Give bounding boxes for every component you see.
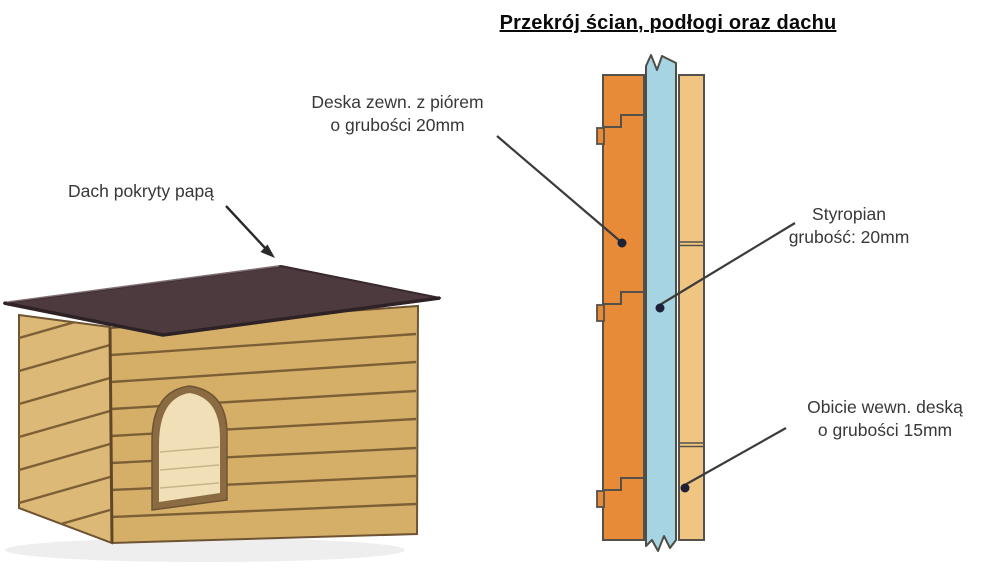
leader-line-outer-board: [496, 135, 621, 242]
label-inner-board-line2: o grubości 15mm: [817, 420, 953, 440]
page-title: Przekrój ścian, podłogi oraz dachu: [499, 12, 837, 34]
label-styrofoam: Styropian grubość: 20mm: [773, 203, 925, 249]
roof-arrow-line: [225, 205, 267, 250]
house-shadow: [5, 538, 405, 562]
board-joint-line: [603, 114, 644, 128]
board-tongue: [596, 490, 605, 508]
label-roof-text: Dach pokryty papą: [68, 181, 214, 201]
label-roof: Dach pokryty papą: [68, 180, 214, 203]
wall-cross-section: [596, 54, 705, 552]
door-opening-planks: [159, 446, 220, 489]
doghouse-illustration: [3, 265, 441, 562]
label-inner-board-line1: Obicie wewn. deską: [807, 397, 963, 417]
label-styrofoam-line1: Styropian: [812, 204, 886, 224]
board-seams: [680, 241, 703, 448]
label-styrofoam-line2: grubość: 20mm: [788, 227, 910, 247]
label-outer-board-line2: o grubości 20mm: [330, 115, 465, 135]
board-joint-lines: [603, 114, 644, 491]
board-joint-line: [603, 291, 644, 305]
roof-front-edge: [3, 296, 441, 337]
leader-line-inner-board: [682, 427, 787, 487]
board-joint-line: [603, 477, 644, 491]
leader-dot-inner-board: [680, 483, 690, 493]
inner-board-layer: [678, 74, 705, 541]
label-outer-board: Deska zewn. z piórem o grubości 20mm: [295, 91, 500, 137]
roof-arrowhead-icon: [260, 244, 275, 258]
annotation-lines: [225, 135, 796, 493]
label-outer-board-line1: Deska zewn. z piórem: [311, 92, 484, 112]
outer-board-layer: [602, 74, 645, 541]
door-opening: [159, 393, 220, 502]
leader-line-styrofoam: [657, 222, 796, 307]
corner-edge: [108, 327, 114, 544]
leader-dot-outer-board: [617, 238, 627, 248]
roof-highlight: [6, 265, 280, 303]
side-wall-planks: [110, 332, 417, 519]
board-tongue: [596, 304, 605, 322]
leader-dot-styrofoam: [655, 303, 665, 313]
label-inner-board: Obicie wewn. deską o grubości 15mm: [795, 396, 975, 442]
board-tongue: [596, 127, 605, 145]
